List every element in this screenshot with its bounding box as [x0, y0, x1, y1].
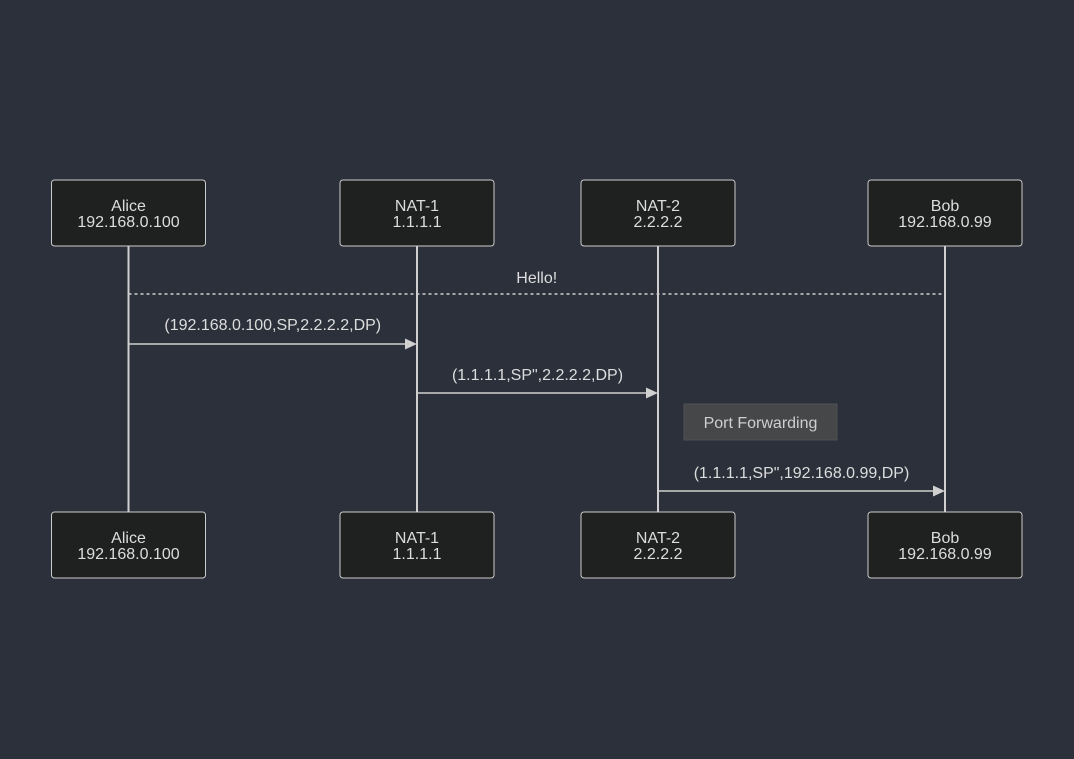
message-2: (192.168.0.100,SP,2.2.2.2,DP) [128, 317, 417, 350]
message-label: (192.168.0.100,SP,2.2.2.2,DP) [164, 317, 381, 334]
message-label: (1.1.1.1,SP",2.2.2.2,DP) [452, 367, 623, 384]
message-1: Hello! [128, 270, 945, 295]
note-box [683, 403, 838, 441]
participant-name: NAT-1 [395, 530, 439, 547]
participant-address: 1.1.1.1 [393, 546, 442, 563]
message-3: (1.1.1.1,SP",2.2.2.2,DP) [417, 367, 658, 399]
participant-address: 2.2.2.2 [634, 214, 683, 231]
participant-box-frame [51, 179, 206, 247]
message-label: Hello! [516, 270, 557, 287]
participant-address: 2.2.2.2 [634, 546, 683, 563]
participant-box-frame [867, 179, 1023, 247]
note-port-forwarding: Port Forwarding [683, 403, 838, 441]
participant-box-nat-1-top: NAT-11.1.1.1 [339, 179, 495, 247]
arrowhead [405, 338, 417, 350]
participant-box-frame [339, 511, 495, 579]
participant-address: 192.168.0.100 [77, 546, 179, 563]
note-text: Port Forwarding [704, 415, 818, 432]
participant-address: 192.168.0.99 [898, 214, 992, 231]
participant-name: NAT-2 [636, 530, 680, 547]
participant-address: 192.168.0.99 [898, 546, 992, 563]
participant-box-nat-2-bottom: NAT-22.2.2.2 [580, 511, 736, 579]
arrowhead [933, 485, 945, 497]
participant-address: 1.1.1.1 [393, 214, 442, 231]
message-label: (1.1.1.1,SP",192.168.0.99,DP) [694, 465, 910, 482]
participant-name: NAT-1 [395, 198, 439, 215]
participant-box-frame [580, 179, 736, 247]
participant-address: 192.168.0.100 [77, 214, 179, 231]
participant-name: NAT-2 [636, 198, 680, 215]
participant-name: Alice [111, 530, 146, 547]
participant-name: Alice [111, 198, 146, 215]
participant-box-nat-1-bottom: NAT-11.1.1.1 [339, 511, 495, 579]
participant-name: Bob [931, 198, 960, 215]
participant-box-frame [51, 511, 206, 579]
participant-box-nat-2-top: NAT-22.2.2.2 [580, 179, 736, 247]
participant-box-frame [867, 511, 1023, 579]
arrowhead [646, 387, 658, 399]
message-4: (1.1.1.1,SP",192.168.0.99,DP) [658, 465, 945, 497]
participant-box-frame [339, 179, 495, 247]
participant-box-frame [580, 511, 736, 579]
participant-name: Bob [931, 530, 960, 547]
